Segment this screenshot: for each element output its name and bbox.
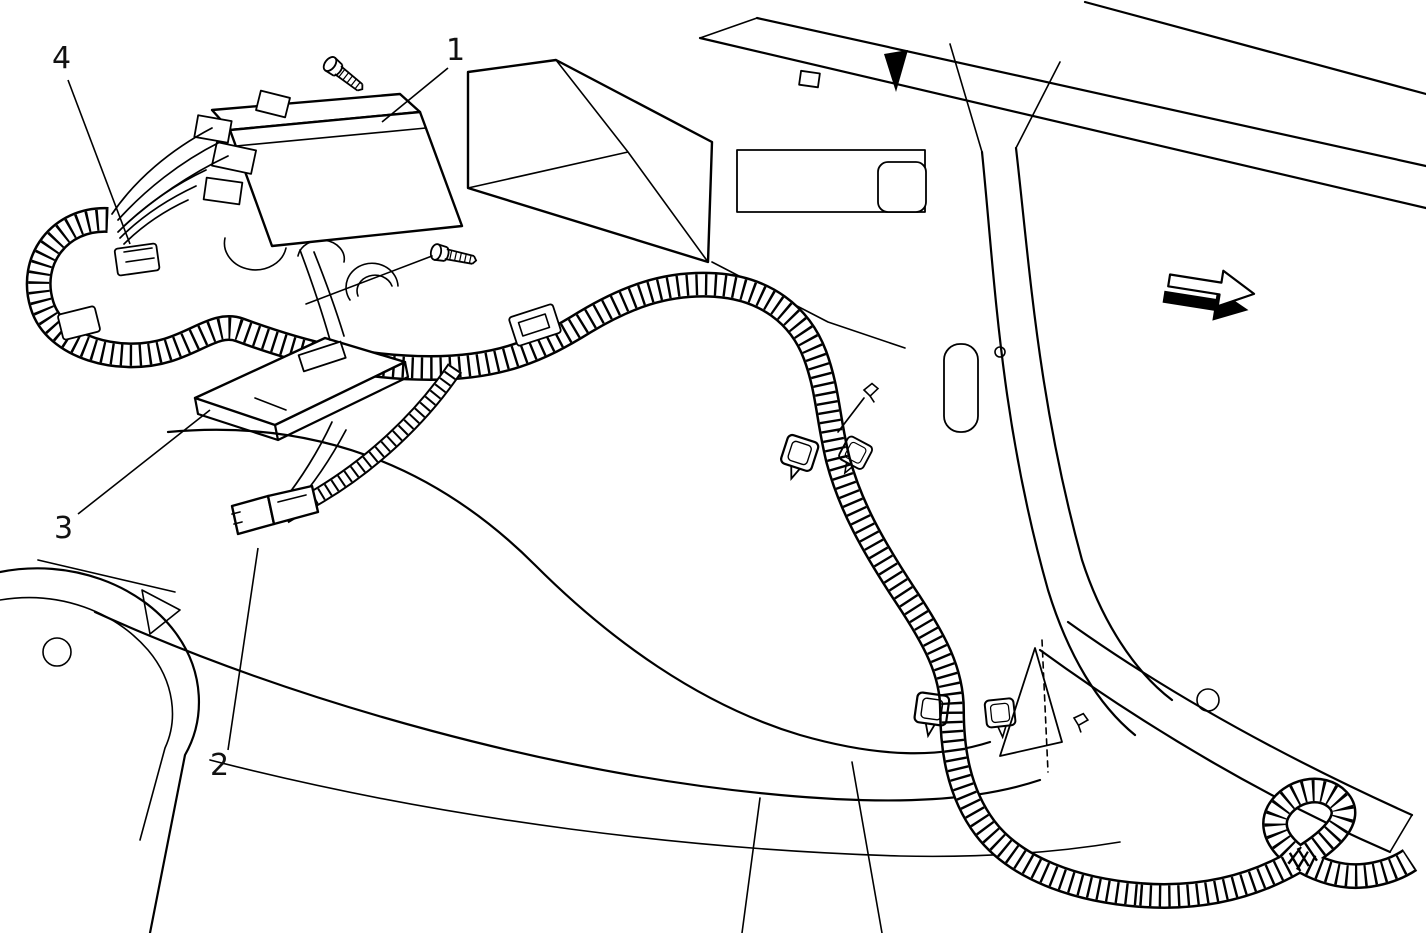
module-front-face: [228, 110, 464, 248]
bracket-wire: [313, 251, 345, 337]
locator-triangle: [999, 647, 1063, 757]
wheel-arch-inner: [0, 596, 174, 841]
loom-end-connector: [57, 305, 101, 341]
connector-2-body: [266, 484, 320, 526]
connector-2: [230, 484, 320, 536]
harness-wire: [111, 127, 213, 215]
connector-4-body: [113, 242, 161, 277]
panel-small-hole: [798, 69, 821, 89]
callout-3-leader: [77, 409, 211, 515]
mounting-bracket: [193, 249, 410, 442]
harness-clip: [775, 432, 821, 485]
connector-2-front: [230, 494, 276, 536]
roof-rail-line: [698, 36, 1426, 210]
locator-dashed-line: [1041, 639, 1049, 773]
module-edge-line: [235, 127, 427, 147]
direction-arrow-icon: [1162, 269, 1256, 321]
roof-rail-join: [699, 17, 758, 39]
roof-rail-line: [755, 16, 1426, 168]
module-assembly: [193, 53, 479, 305]
callout-1-label: 1: [446, 33, 465, 68]
module-bolt: [428, 242, 479, 270]
interior-lower-curve: [93, 610, 1042, 802]
bracket-thickness: [193, 360, 410, 442]
connector-4: [113, 242, 161, 277]
harness-pin: [862, 381, 882, 405]
module-connector-block: [193, 114, 233, 144]
interior-hump-curve: [166, 428, 992, 755]
callout-4-label: 4: [52, 41, 71, 76]
callout-2-leader: [227, 547, 259, 751]
callouts: 1 2 3 4: [52, 33, 465, 783]
bracket-top-face: [193, 336, 407, 427]
callout-1-leader: [381, 67, 449, 123]
module-connector-block: [202, 176, 244, 206]
harness-wire: [117, 141, 221, 221]
connector-2-pins: [231, 494, 307, 525]
callout-2-label: 2: [210, 748, 229, 783]
wiring-harness: [25, 127, 1418, 909]
pillar-top-join: [949, 43, 1061, 153]
bolt-axis-line: [305, 255, 433, 305]
bracket-wire: [299, 249, 331, 341]
pillar-hole: [994, 346, 1006, 358]
harness-end-coil: [1139, 777, 1418, 909]
branch-ribs: [280, 364, 461, 522]
callout-3-label: 3: [54, 511, 73, 546]
connector-4-detail: [123, 247, 155, 263]
grommet-loop: [345, 262, 399, 301]
pillar-edge: [980, 150, 1137, 737]
bracket-detail: [297, 340, 347, 373]
callout-4-leader: [67, 79, 131, 245]
harness-wire: [117, 169, 207, 233]
loom-ribs: [28, 209, 1141, 906]
module-connector-block: [255, 89, 291, 119]
pillar-slot: [943, 343, 979, 433]
trim-hole: [1196, 688, 1220, 712]
panel-opening-step: [877, 161, 927, 213]
panel-triangle-marker: [884, 50, 908, 92]
module-connector-block: [211, 141, 257, 175]
strut-bracket-lines: [37, 559, 181, 635]
body-hole: [42, 637, 72, 667]
upper-panel-fold: [467, 59, 709, 263]
clip-wire: [837, 397, 865, 433]
roof-rail-line: [1083, 0, 1426, 96]
harness-main-loom: [25, 206, 1142, 908]
floor-vertical-lines: [741, 761, 883, 933]
inline-junction-detail: [517, 313, 551, 337]
harness-pin: [1072, 712, 1090, 734]
harness-wire: [119, 185, 197, 239]
module-bolt: [320, 53, 369, 97]
arrow-face: [1167, 269, 1256, 308]
wheel-arch-outer: [0, 567, 200, 933]
lower-trim-end: [1389, 814, 1413, 853]
bracket-notch: [254, 397, 287, 411]
harness-wire: [123, 199, 189, 245]
coil-ribs: [1139, 780, 1416, 907]
pillar-edge: [1014, 146, 1174, 702]
lower-trim-edge: [1066, 620, 1414, 817]
